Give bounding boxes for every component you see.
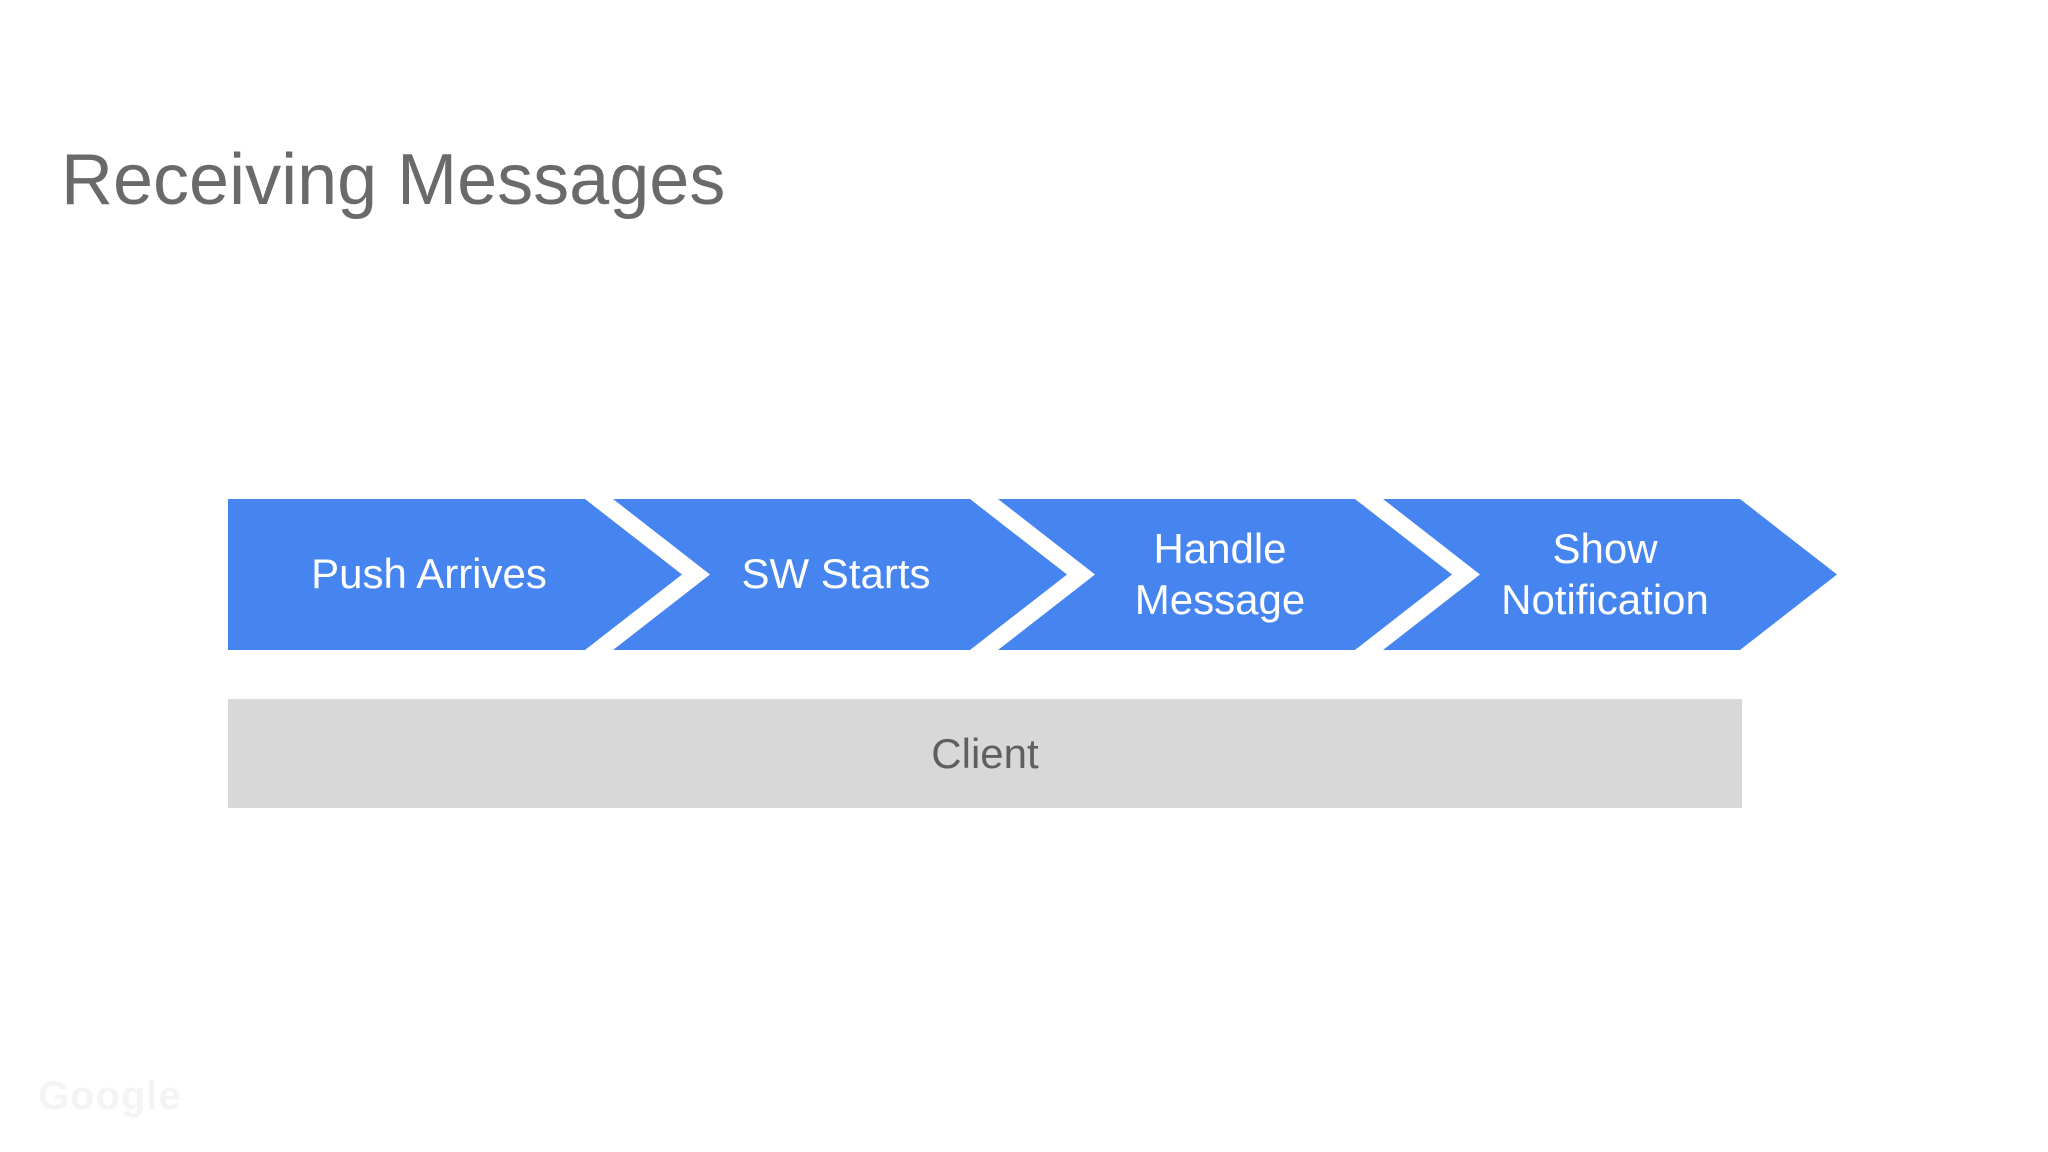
chevron-step-shape-1 bbox=[228, 499, 682, 650]
chevron-arrows bbox=[228, 499, 1837, 650]
client-lane-label: Client bbox=[931, 729, 1039, 777]
client-lane: Client bbox=[228, 699, 1742, 808]
chevron-step-shape-4 bbox=[1383, 499, 1837, 650]
chevron-step-shape-2 bbox=[613, 499, 1067, 650]
slide-title: Receiving Messages bbox=[61, 140, 726, 220]
chevron-step-shape-3 bbox=[998, 499, 1452, 650]
google-watermark: Google bbox=[38, 1074, 182, 1118]
